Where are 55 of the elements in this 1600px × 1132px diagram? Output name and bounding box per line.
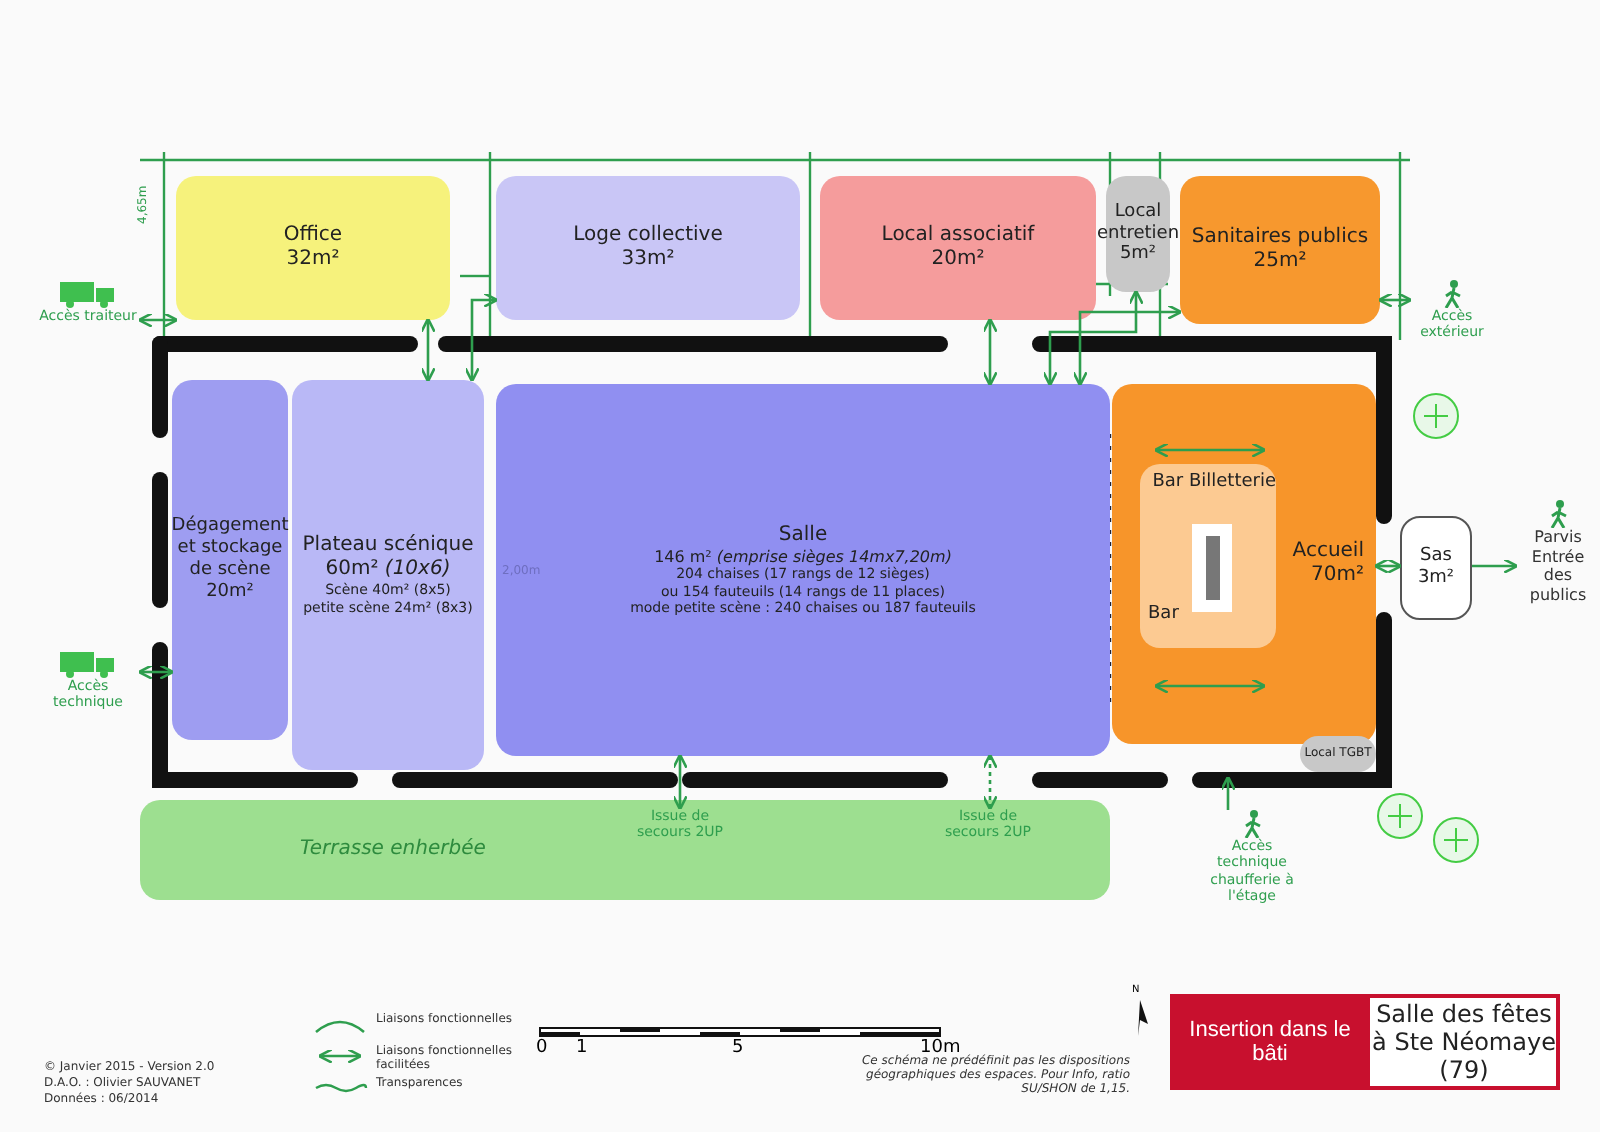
room-name: Accueil: [1292, 540, 1364, 564]
room-detail: 60m² (10x6): [325, 558, 451, 582]
room-name: Dégagement et stockage de scène: [171, 516, 289, 582]
room-name: Bar Billetterie: [1150, 472, 1276, 494]
room-name: Local associatif: [881, 224, 1035, 248]
access-arrow: [1373, 558, 1403, 574]
scale-label: 1: [576, 1038, 588, 1058]
room-detail: 20m²: [206, 581, 254, 604]
room-detail: 70m²: [1311, 564, 1364, 588]
room-detail: 3m²: [1417, 568, 1455, 590]
room-name: Sanitaires publics: [1191, 226, 1369, 250]
access-label: Parvis Entrée des publics: [1527, 528, 1589, 605]
access-arrow: [420, 317, 436, 383]
scale-label: 10m: [920, 1038, 961, 1058]
room-name: Terrasse enherbée: [300, 838, 486, 862]
room-detail: 25m²: [1253, 250, 1307, 274]
room-area: [1300, 736, 1376, 772]
room-detail: Bar: [1148, 604, 1181, 626]
room-name: Sas: [1420, 546, 1452, 568]
access-arrow: [464, 292, 499, 383]
room-detail: 5m²: [1119, 244, 1157, 267]
room-area: [1180, 176, 1380, 324]
access-arrow: [137, 664, 175, 680]
room-name: Local entretien: [1096, 201, 1180, 244]
scale-label: 0: [536, 1038, 548, 1058]
access-arrow: [1042, 289, 1144, 387]
hall-area: [496, 384, 1110, 756]
room-detail: 32m²: [286, 248, 340, 272]
stage-area: [292, 380, 484, 770]
access-arrow: [982, 753, 998, 811]
access-arrow: [137, 312, 179, 328]
room-detail: 146 m² (emprise sièges 14mx7,20m): [654, 547, 952, 566]
room-name: Office: [283, 224, 343, 248]
access-arrow: [1472, 558, 1519, 574]
room-name: Loge collective: [573, 224, 723, 248]
access-arrow: [982, 317, 998, 387]
airlock-area: [1400, 516, 1472, 620]
diagram-title: Salle des fêtes à Ste Néomaye (79): [1372, 998, 1556, 1086]
scale-label: 5: [732, 1038, 744, 1058]
section-heading: Insertion dans le bâti: [1170, 994, 1370, 1090]
bar-area: [1140, 464, 1276, 648]
reception-area: [1112, 384, 1376, 744]
room-area: [176, 176, 450, 320]
room-name: Plateau scénique: [302, 534, 474, 558]
access-arrow: [1377, 292, 1413, 308]
room-detail: 33m²: [621, 248, 675, 272]
room-detail: 20m²: [931, 248, 985, 272]
room-name: Salle: [778, 523, 828, 548]
access-arrow: [672, 753, 688, 811]
room-area: [496, 176, 800, 320]
room-area: [820, 176, 1096, 320]
room-area: [172, 380, 288, 740]
terrace-area: [140, 800, 1110, 900]
access-arrow: [1072, 304, 1183, 387]
access-arrow: [1220, 775, 1236, 810]
